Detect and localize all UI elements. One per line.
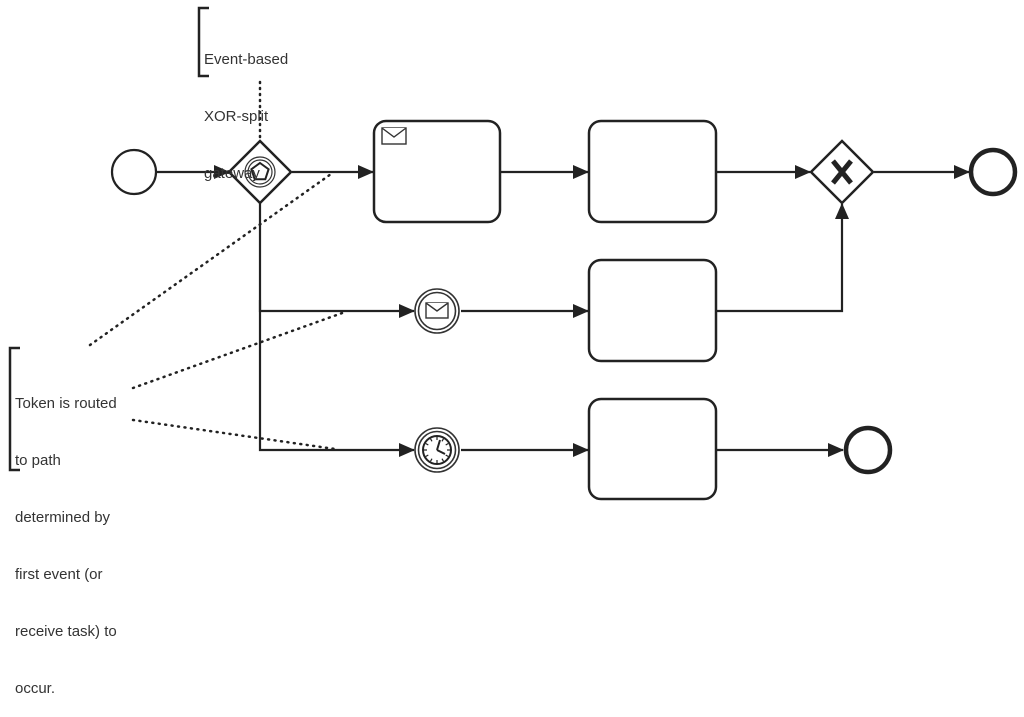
task-3[interactable] [587,258,718,363]
exclusive-gateway[interactable] [809,139,875,205]
token-association-1 [88,172,333,347]
clock-icon [422,435,452,465]
gateway-annotation-text: Event-based XOR-split gateway [204,12,288,202]
annotation-line: occur. [15,680,56,697]
token-association-3 [131,418,337,451]
end-event-main[interactable] [968,147,1018,197]
token-annotation-text: Token is routed to path determined by fi… [15,356,117,717]
task-2[interactable] [587,119,718,224]
end-event-timer-path[interactable] [843,425,893,475]
token-annotation-bracket [8,346,20,472]
gateway-annotation-bracket [197,6,209,78]
annotation-line: first event (or [15,566,103,583]
token-association-2 [131,310,347,390]
annotation-line: XOR-split [204,108,269,125]
annotation-line: Token is routed [15,395,117,412]
task-4[interactable] [587,397,718,501]
pentagon-icon [250,161,270,181]
receive-task[interactable] [372,119,502,224]
annotation-line: Event-based [204,51,289,68]
x-marker-icon [831,159,853,185]
flow-task3-to-xor[interactable] [717,203,849,313]
annotation-line: determined by [15,509,111,526]
flow-gateway-to-timer-event[interactable] [258,300,415,457]
start-event[interactable] [110,148,158,196]
event-based-gateway[interactable] [227,139,293,205]
annotation-line: gateway [204,165,260,182]
message-catch-event[interactable] [414,288,460,334]
annotation-line: receive task) to [15,623,117,640]
envelope-icon [381,127,407,145]
envelope-icon [425,302,449,319]
bpmn-diagram [8,6,1018,501]
annotation-line: to path [15,452,61,469]
timer-catch-event[interactable] [414,427,460,473]
